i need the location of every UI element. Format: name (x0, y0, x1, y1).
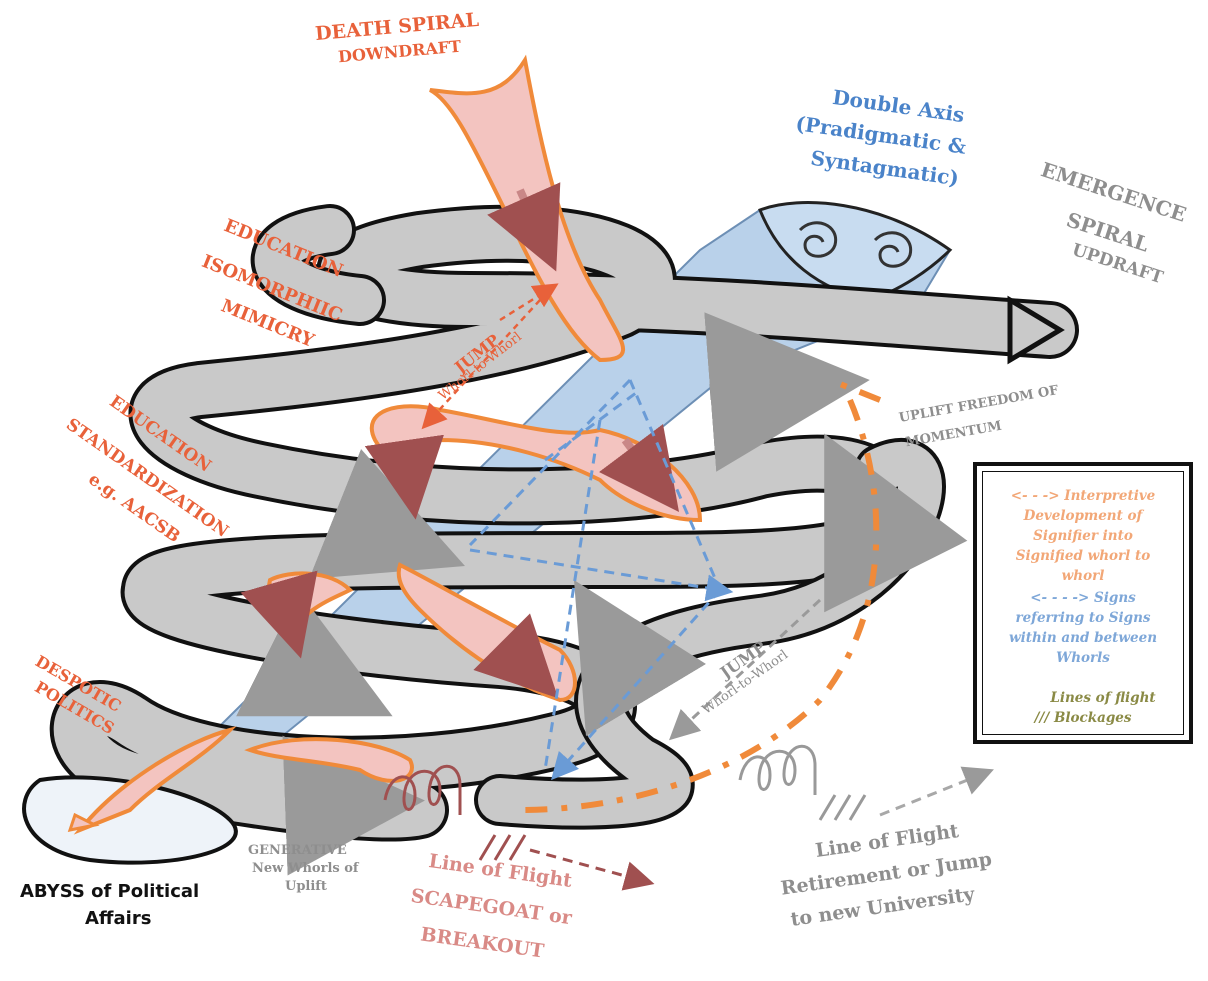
jump-arrow-bottom (669, 598, 822, 741)
abyss-label-1: ABYSS of Political (20, 881, 200, 902)
retirement-arrow (879, 766, 994, 817)
scapegoat-arrow (529, 848, 655, 891)
interpretive-dashes (519, 379, 882, 813)
legend-interpretive-1: <- - -> Interpretive (1010, 488, 1156, 504)
legend-inner: <- - -> Interpretive Development of Sign… (982, 471, 1184, 735)
legend-interpretive-2: Development of (1023, 508, 1143, 524)
sign-dashes (468, 378, 734, 781)
abyss-label-2: Affairs (85, 908, 152, 929)
legend-signs-2: referring to Signs (1015, 610, 1151, 626)
legend-signs-4: Whorls (1056, 650, 1110, 666)
legend-blockages: /// Blockages (1034, 710, 1132, 726)
legend-box: <- - -> Interpretive Development of Sign… (973, 462, 1193, 744)
legend-signs-1: <- - - -> Signs (1030, 590, 1136, 606)
jump-arrow-top-up (499, 283, 559, 322)
generative-label-3: Uplift (285, 879, 327, 894)
generative-label-1: GENERATIVE (248, 843, 347, 858)
downdraft-shapes (67, 54, 703, 835)
line-of-flight-curls (383, 744, 817, 815)
legend-interpretive-5: whorl (1061, 568, 1105, 584)
legend-signs-3: within and between (1008, 630, 1158, 646)
blockage-marks (478, 794, 867, 861)
legend-interpretive-3: Signifier into (1033, 528, 1133, 544)
jump-arrow-top (421, 299, 541, 430)
legend-lines-of-flight: Lines of flight (1050, 690, 1156, 706)
spiral-ribbon (22, 204, 1079, 876)
legend-interpretive-4: Signified whorl to (1015, 548, 1151, 564)
generative-label-2: New Whorls of (252, 861, 359, 876)
